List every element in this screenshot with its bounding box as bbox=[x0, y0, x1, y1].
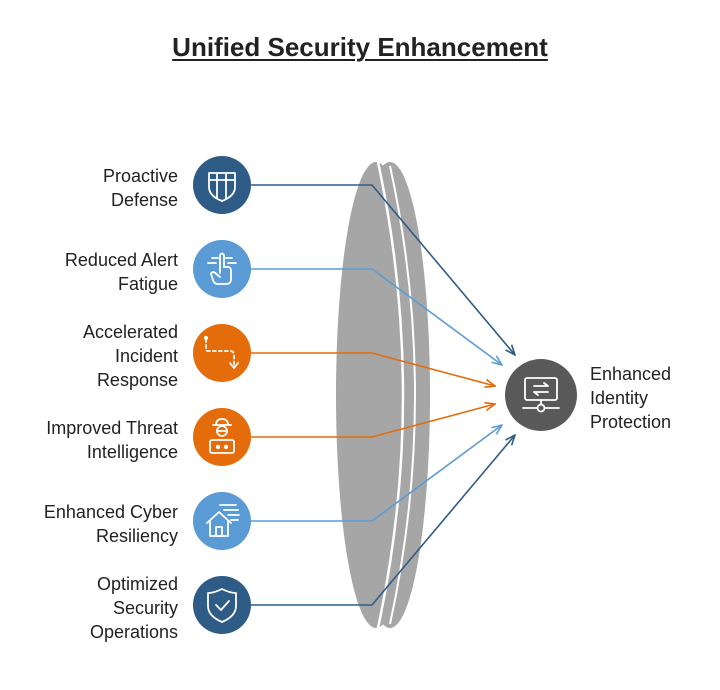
label-accelerated-incident-response: Accelerated Incident Response bbox=[0, 320, 178, 392]
label-line: Accelerated bbox=[82, 322, 178, 342]
label-line: Improved Threat bbox=[46, 418, 178, 438]
label-proactive-defense: Proactive Defense bbox=[0, 164, 178, 212]
hand-touch-icon bbox=[193, 240, 251, 298]
connector-proactive-defense bbox=[248, 184, 515, 355]
label-line: Security bbox=[112, 598, 178, 618]
shield-grid-icon bbox=[193, 156, 251, 214]
label-reduced-alert-fatigue: Reduced Alert Fatigue bbox=[0, 248, 178, 296]
label-line: Proactive bbox=[102, 166, 178, 186]
label-line: Enhanced Cyber bbox=[43, 502, 178, 522]
house-wind-icon bbox=[193, 492, 251, 550]
label-line: Response bbox=[96, 370, 178, 390]
connector-lines bbox=[248, 184, 515, 606]
connector-accelerated-incident-response bbox=[248, 352, 495, 386]
label-line: Intelligence bbox=[86, 442, 178, 462]
monitor-exchange-icon bbox=[505, 359, 577, 431]
label-line: Resiliency bbox=[95, 526, 178, 546]
label-line: Incident bbox=[114, 346, 178, 366]
label-improved-threat-intelligence: Improved Threat Intelligence bbox=[0, 416, 178, 464]
connector-optimized-security-operations bbox=[248, 435, 515, 606]
label-optimized-security-operations: Optimized Security Operations bbox=[0, 572, 178, 644]
label-line: Defense bbox=[110, 190, 178, 210]
shield-check-icon bbox=[193, 576, 251, 634]
diagram-title: Unified Security Enhancement bbox=[172, 32, 548, 62]
label-line: Optimized bbox=[96, 574, 178, 594]
connector-reduced-alert-fatigue bbox=[248, 268, 502, 365]
label-enhanced-cyber-resiliency: Enhanced Cyber Resiliency bbox=[0, 500, 178, 548]
path-arrow-icon bbox=[193, 324, 251, 382]
label-line: Protection bbox=[590, 412, 672, 432]
label-line: Enhanced bbox=[590, 364, 672, 384]
label-line: Reduced Alert bbox=[64, 250, 178, 270]
agent-laptop-icon bbox=[193, 408, 251, 466]
label-enhanced-identity-protection: Enhanced Identity Protection bbox=[590, 362, 710, 434]
lens-shape bbox=[336, 161, 430, 629]
label-line: Operations bbox=[89, 622, 178, 642]
label-line: Fatigue bbox=[117, 274, 178, 294]
label-line: Identity bbox=[590, 388, 649, 408]
connector-improved-threat-intelligence bbox=[248, 404, 495, 438]
connector-enhanced-cyber-resiliency bbox=[248, 425, 502, 522]
